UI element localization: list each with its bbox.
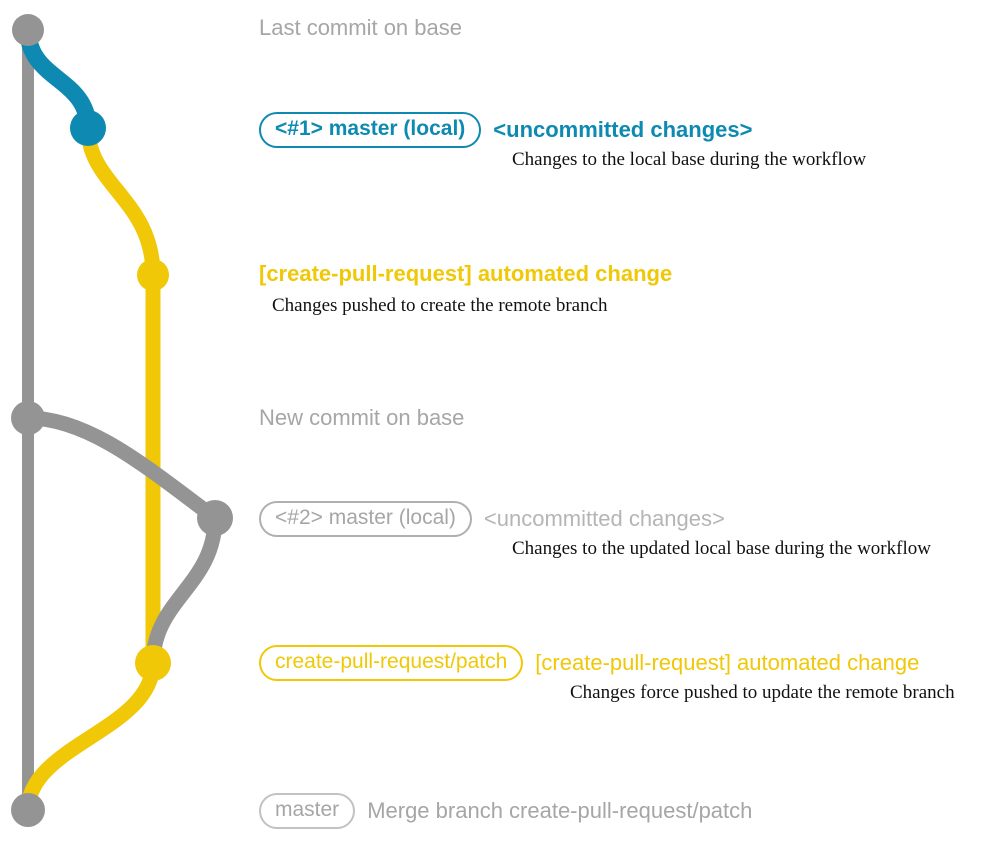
patch-merge-line	[20, 655, 161, 818]
headline-merge-commit: Merge branch create-pull-request/patch	[367, 797, 753, 823]
headline-new-commit-on-base: New commit on base	[259, 405, 465, 430]
headline-uncommitted-changes-2: <uncommitted changes>	[483, 505, 725, 531]
commit-node-patch-1[interactable]	[137, 259, 169, 291]
commit-node-base-new[interactable]	[11, 401, 45, 435]
headline-automated-change-1: [create-pull-request] automated change	[259, 261, 673, 286]
entry-automated-change-1: [create-pull-request] automated change	[259, 261, 673, 286]
branch-pill-master-local-1[interactable]: <#1> master (local)	[259, 112, 482, 149]
entry-automated-change-2: create-pull-request/patch [create-pull-r…	[259, 645, 920, 682]
commit-node-base-last[interactable]	[12, 14, 44, 46]
local-to-patch-line	[145, 510, 223, 671]
entry-local-uncommitted-2: <#2> master (local) <uncommitted changes…	[259, 501, 725, 538]
subtext-local-changes-2: Changes to the updated local base during…	[512, 538, 931, 559]
headline-automated-change-2: [create-pull-request] automated change	[535, 649, 920, 675]
commit-node-local-1[interactable]	[70, 110, 106, 146]
entry-last-commit-on-base: Last commit on base	[259, 15, 462, 40]
branch-pill-master-local-2[interactable]: <#2> master (local)	[259, 501, 472, 538]
subtext-automated-change-2: Changes force pushed to update the remot…	[570, 682, 955, 703]
commit-node-base-merge[interactable]	[11, 793, 45, 827]
commit-node-local-2[interactable]	[197, 500, 233, 536]
entry-merge-commit: master Merge branch create-pull-request/…	[259, 793, 753, 830]
patch-branch-line-upper	[80, 120, 161, 283]
subtext-local-changes-1: Changes to the local base during the wor…	[512, 149, 867, 170]
subtext-automated-change-1: Changes pushed to create the remote bran…	[272, 295, 608, 316]
branch-pill-create-pull-request-patch[interactable]: create-pull-request/patch	[259, 645, 524, 682]
local-base-update-line	[20, 410, 223, 526]
commit-node-patch-2[interactable]	[135, 645, 171, 681]
headline-last-commit-on-base: Last commit on base	[259, 15, 462, 40]
entry-new-commit-on-base: New commit on base	[259, 405, 465, 430]
branch-pill-master[interactable]: master	[259, 793, 356, 830]
entry-local-uncommitted-1: <#1> master (local) <uncommitted changes…	[259, 112, 753, 149]
headline-uncommitted-changes-1: <uncommitted changes>	[493, 116, 753, 142]
